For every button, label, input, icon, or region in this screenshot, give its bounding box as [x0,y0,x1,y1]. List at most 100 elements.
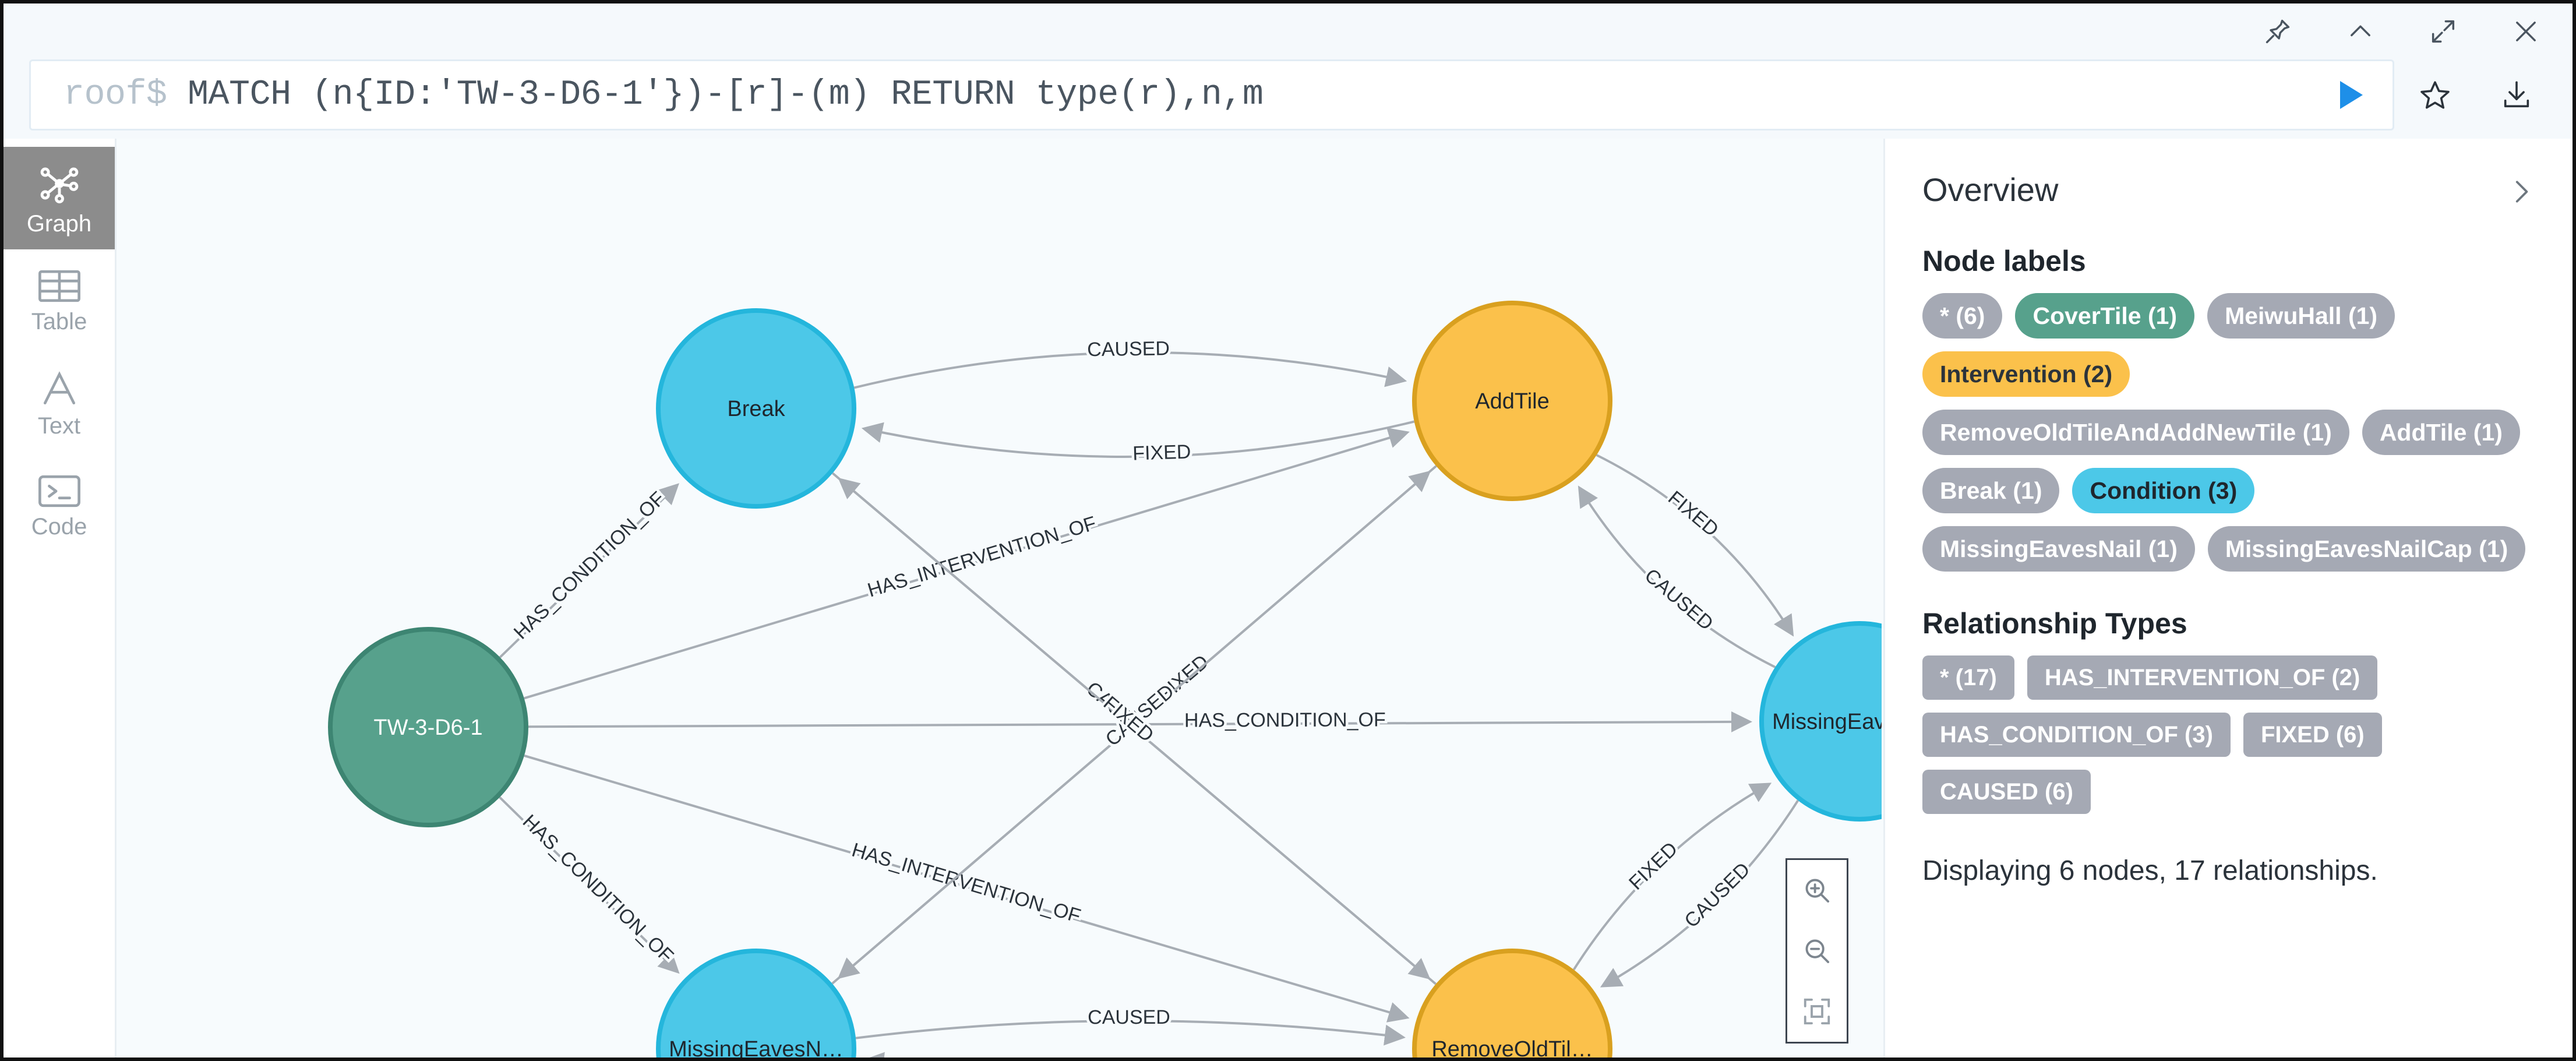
graph-node[interactable]: MissingEavesN… [1759,621,1882,822]
download-icon[interactable] [2490,69,2543,121]
graph-node[interactable]: RemoveOldTil… [1412,949,1612,1058]
run-query-button[interactable] [2305,61,2392,129]
graph-edge-label: HAS_INTERVENTION_OF [862,510,1101,604]
graph-edge-label: HAS_INTERVENTION_OF [846,836,1085,930]
svg-text:FIXED: FIXED [1664,487,1723,541]
node-label-chip-4[interactable]: RemoveOldTileAndAddNewTile (1) [1922,410,2349,455]
relationship-type-chip-2[interactable]: HAS_CONDITION_OF (3) [1922,713,2231,757]
node-label-chip-7[interactable]: Condition (3) [2072,468,2255,513]
node-label-chip-0[interactable]: * (6) [1922,293,2003,339]
chevron-up-icon[interactable] [2342,13,2379,50]
zoom-controls [1785,858,1848,1044]
svg-text:FIXED: FIXED [1132,440,1191,464]
graph-node-label: MissingEavesN… [669,1037,844,1058]
graph-edge[interactable] [1572,782,1772,971]
svg-text:HAS_CONDITION_OF: HAS_CONDITION_OF [510,487,669,643]
relationship-type-chip-4[interactable]: CAUSED (6) [1922,770,2091,814]
zoom-in-icon[interactable] [1787,860,1847,921]
sidebar-item-graph-label: Graph [26,211,92,237]
node-label-chip-6[interactable]: Break (1) [1922,468,2060,513]
graph-node[interactable]: Break [656,308,856,509]
overview-panel: Overview Node labels * (6)CoverTile (1)M… [1885,139,2573,1058]
graph-node[interactable]: AddTile [1412,301,1612,501]
node-label-chip-1[interactable]: CoverTile (1) [2015,293,2195,339]
node-label-chip-list: * (6) CoverTile (1) MeiwuHall (1) Intervent… [1922,293,2535,572]
node-label-chip-5[interactable]: AddTile (1) [2362,410,2520,455]
table-icon [37,268,82,304]
graph-edge[interactable] [499,483,680,658]
relationship-types-heading: Relationship Types [1922,607,2187,640]
relationship-type-chip-0[interactable]: * (17) [1922,655,2014,700]
displaying-summary: Displaying 6 nodes, 17 relationships. [1922,855,2378,886]
sidebar-item-graph[interactable]: Graph [3,147,115,249]
svg-text:CAUSED: CAUSED [1087,337,1170,361]
graph-node-label: MissingEavesN… [1772,710,1882,734]
graph-node-label: AddTile [1475,389,1549,414]
graph-edge[interactable] [838,477,1437,985]
window-title-bar [3,3,2573,59]
node-label-chip-2[interactable]: MeiwuHall (1) [2207,293,2395,339]
graph-edge-label: FIXED [1622,835,1684,897]
sidebar-item-table[interactable]: Table [3,249,115,352]
code-icon [37,473,82,509]
relationship-type-chip-3[interactable]: FIXED (6) [2243,713,2382,757]
graph-node-label: TW-3-D6-1 [373,715,482,740]
node-label-chip-3[interactable]: Intervention (2) [1922,351,2130,397]
panel-header: Overview [1922,174,2535,209]
graph-edge[interactable] [499,796,680,974]
node-label-chip-9[interactable]: MissingEavesNailCap (1) [2207,526,2526,572]
svg-text:HAS_INTERVENTION_OF: HAS_INTERVENTION_OF [865,512,1099,601]
query-editor[interactable]: roof$ MATCH (n{ID:'TW-3-D6-1'})-[r]-(m) … [29,59,2394,131]
graph-edge-label: HAS_CONDITION_OF [1181,706,1388,734]
graph-edge[interactable] [1578,485,1776,668]
chevron-right-icon[interactable] [2506,174,2535,209]
graph-icon [37,161,82,206]
svg-text:HAS_CONDITION_OF: HAS_CONDITION_OF [1184,708,1386,731]
favorite-star-icon[interactable] [2409,69,2461,121]
relationship-type-chip-list: * (17) HAS_INTERVENTION_OF (2) HAS_CONDITI… [1922,655,2535,814]
graph-node[interactable]: TW-3-D6-1 [328,627,528,827]
node-label-chip-8[interactable]: MissingEavesNail (1) [1922,526,2195,572]
graph-edge[interactable] [831,470,1431,985]
close-icon[interactable] [2507,13,2545,50]
svg-text:HAS_INTERVENTION_OF: HAS_INTERVENTION_OF [849,839,1083,928]
graph-edge-label: FIXED [1130,438,1194,467]
sidebar-item-code-label: Code [31,514,87,540]
query-input[interactable]: roof$ MATCH (n{ID:'TW-3-D6-1'})-[r]-(m) … [31,77,2305,112]
graph-edge[interactable] [861,420,1415,458]
graph-edge-label: CAUSED [1638,562,1720,637]
zoom-out-icon[interactable] [1787,921,1847,981]
text-icon [37,369,82,408]
sidebar-item-table-label: Table [31,309,87,334]
fit-to-screen-icon[interactable] [1787,981,1847,1042]
svg-text:CAUSED: CAUSED [1680,858,1754,932]
graph-edge-label: CAUSED [1678,856,1757,935]
expand-icon[interactable] [2425,13,2462,50]
graph-edge[interactable] [528,711,1752,732]
panel-title: Overview [1922,171,2059,208]
graph-edge-label: CAUSED [1085,1003,1173,1031]
graph-edge-label: HAS_CONDITION_OF [507,485,672,646]
svg-text:CAUSED: CAUSED [1088,1006,1170,1028]
sidebar-item-code[interactable]: Code [3,454,115,557]
graph-edge[interactable] [524,754,1410,1023]
graph-edge[interactable] [853,351,1407,389]
graph-edge[interactable] [1600,799,1799,988]
node-layer: TW-3-D6-1 Break AddTileMissingEavesN… Missi… [328,301,1882,1058]
graph-edge[interactable] [1596,454,1794,637]
graph-edge-label: CAUSED [1085,335,1173,364]
graph-edge-label: HAS_CONDITION_OF [516,808,680,970]
graph-svg: FIXEDCAUSEDHAS_CONDITION_OFHAS_CONDITION… [328,301,1882,1058]
relationship-type-chip-1[interactable]: HAS_INTERVENTION_OF (2) [2027,655,2378,700]
result-body: Graph Table [3,139,2573,1058]
pin-icon[interactable] [2259,13,2296,50]
graph-edge[interactable] [524,428,1410,700]
view-mode-sidebar: Graph Table [3,139,117,1058]
graph-node-label: RemoveOldTil… [1431,1037,1593,1058]
svg-text:FIXED: FIXED [1625,838,1682,894]
graph-node[interactable]: MissingEavesN… [656,949,856,1058]
sidebar-item-text[interactable]: Text [3,352,115,454]
graph-edge[interactable] [855,1020,1406,1046]
